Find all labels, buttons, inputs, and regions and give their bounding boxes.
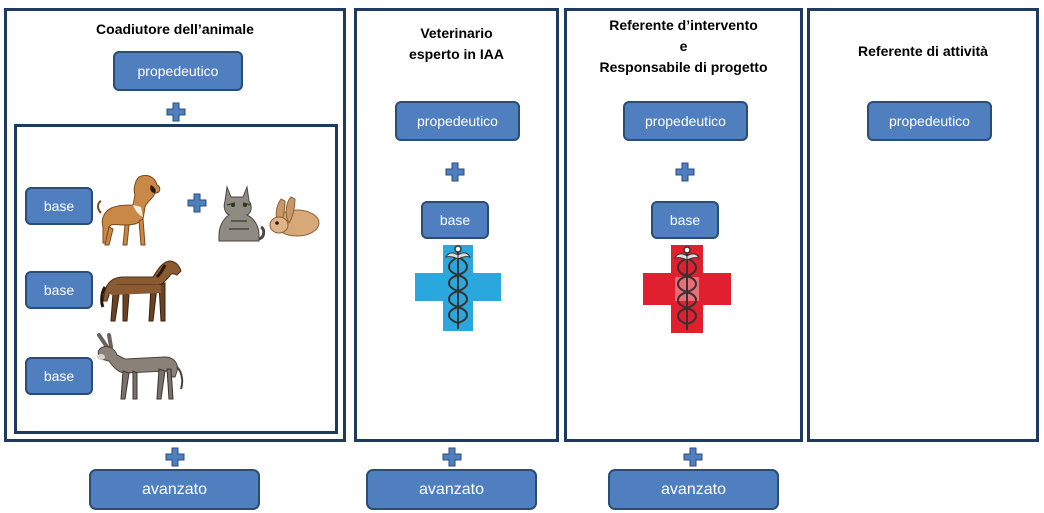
donkey-icon — [97, 333, 184, 400]
propedeutico-button-veterinario[interactable]: propedeutico — [395, 101, 520, 141]
avanzato-button-coadiutore[interactable]: avanzato — [89, 469, 260, 510]
base-button-horse[interactable]: base — [25, 271, 93, 309]
cat-icon — [218, 185, 265, 242]
panel-coadiutore: Coadiutore dell’animale propedeutico bas… — [4, 8, 346, 442]
base-group-box: base base — [14, 124, 338, 434]
base-button-donkey[interactable]: base — [25, 357, 93, 395]
panel-referente-intervento: Referente d’intervento e Responsabile di… — [564, 8, 803, 442]
panel-title-coadiutore: Coadiutore dell’animale — [96, 21, 254, 37]
plus-icon — [445, 162, 465, 182]
avanzato-button-referente-intervento[interactable]: avanzato — [608, 469, 779, 510]
propedeutico-button-referente-attivita[interactable]: propedeutico — [867, 101, 992, 141]
title-line: e — [679, 38, 688, 54]
panel-referente-attivita: Referente di attività propedeutico — [807, 8, 1039, 442]
dog-icon — [97, 174, 161, 246]
rabbit-icon — [269, 196, 320, 237]
panel-title-veterinario: Veterinario esperto in IAA — [357, 23, 556, 65]
title-line: Veterinario — [420, 25, 493, 41]
title-line: Responsabile di progetto — [599, 59, 768, 75]
plus-icon — [166, 102, 186, 122]
caduceus-cross-icon — [415, 245, 501, 331]
horse-icon — [100, 260, 182, 322]
base-button-dog-pets[interactable]: base — [25, 187, 93, 225]
panel-title-referente-attivita: Referente di attività — [858, 43, 988, 59]
plus-icon — [442, 447, 462, 467]
avanzato-button-veterinario[interactable]: avanzato — [366, 469, 537, 510]
propedeutico-button-coadiutore[interactable]: propedeutico — [113, 51, 243, 91]
panel-veterinario: Veterinario esperto in IAA propedeutico … — [354, 8, 559, 442]
plus-icon — [165, 447, 185, 467]
panel-title-referente-intervento: Referente d’intervento e Responsabile di… — [567, 15, 800, 78]
base-button-veterinario[interactable]: base — [421, 201, 489, 239]
base-button-referente-intervento[interactable]: base — [651, 201, 719, 239]
plus-icon — [683, 447, 703, 467]
plus-icon — [675, 162, 695, 182]
title-line: Referente d’intervento — [609, 17, 758, 33]
propedeutico-button-referente-intervento[interactable]: propedeutico — [623, 101, 748, 141]
title-line: esperto in IAA — [409, 46, 504, 62]
plus-icon — [187, 193, 207, 213]
caduceus-cross-icon — [643, 245, 731, 333]
